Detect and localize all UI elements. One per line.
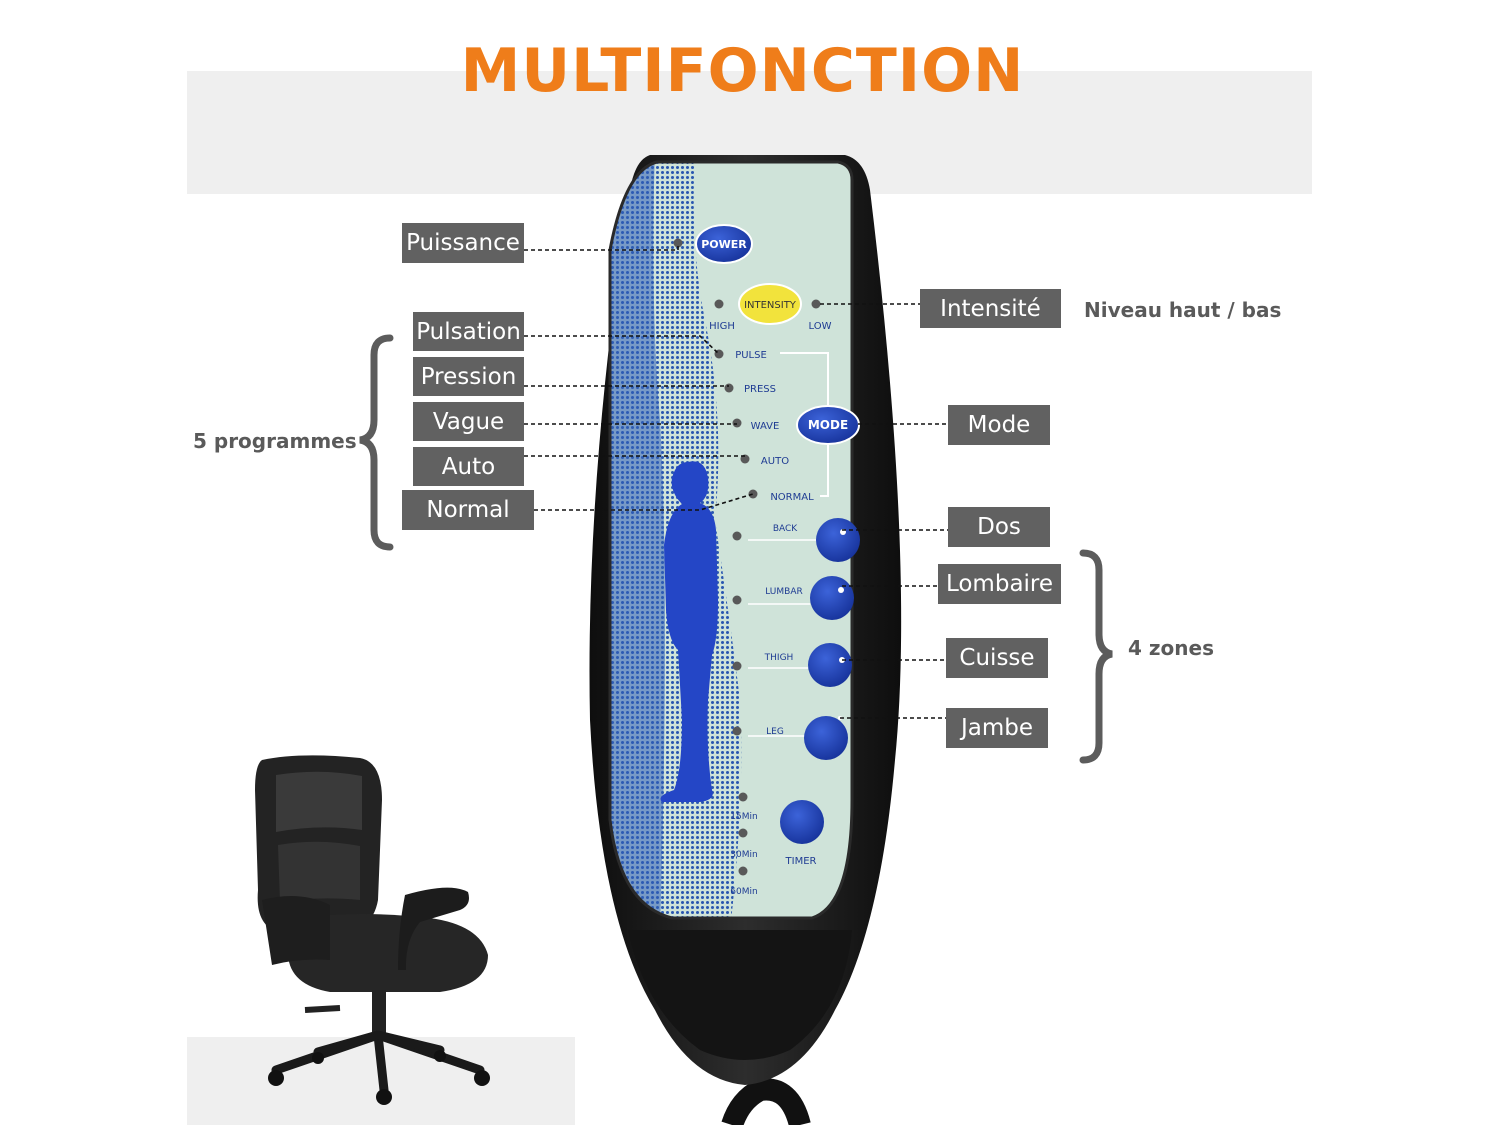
label-power: Puissance [402, 223, 524, 263]
remote-press-text: PRESS [744, 384, 776, 395]
leg-button[interactable] [804, 716, 848, 760]
remote-thigh-text: THIGH [764, 653, 794, 663]
label-pulse: Pulsation [413, 312, 524, 351]
remote-power-text: POWER [701, 238, 747, 251]
programs-brace [359, 334, 394, 551]
remote-intensity-text: INTENSITY [744, 300, 797, 311]
label-wave: Vague [413, 402, 524, 441]
remote-back-text: BACK [773, 524, 798, 534]
intensity-button[interactable] [738, 283, 802, 325]
remote-60min-text: 60Min [730, 887, 757, 897]
remote-low-text: LOW [809, 321, 832, 332]
power-button[interactable] [695, 224, 753, 264]
back-button[interactable] [816, 518, 860, 562]
label-leg: Jambe [946, 708, 1048, 748]
remote-lumbar-text: LUMBAR [765, 587, 803, 597]
remote-15min-text: 15Min [730, 812, 757, 822]
intensity-note: Niveau haut / bas [1084, 298, 1282, 322]
remote-30min-text: 30Min [730, 850, 757, 860]
remote-bezel [628, 930, 852, 1060]
page-title: MULTIFONCTION [460, 36, 1025, 106]
remote-auto-text: AUTO [761, 456, 789, 467]
remote-leg-text: LEG [766, 727, 784, 737]
connector-lines [524, 244, 948, 719]
lumbar-button[interactable] [810, 576, 854, 620]
label-thigh: Cuisse [946, 638, 1048, 678]
zones-brace [1079, 549, 1113, 764]
mode-button[interactable] [796, 405, 860, 445]
label-back: Dos [948, 507, 1050, 547]
label-lumbar: Lombaire [938, 564, 1061, 604]
body-silhouette-icon [660, 461, 718, 802]
remote-normal-text: NORMAL [770, 492, 814, 503]
zones-note: 4 zones [1128, 636, 1214, 660]
label-auto: Auto [413, 447, 524, 486]
remote-wave-text: WAVE [751, 421, 780, 432]
remote-cable [721, 1078, 811, 1125]
timer-button[interactable] [780, 800, 824, 844]
remote-timer-text: TIMER [785, 856, 817, 867]
label-mode: Mode [948, 405, 1050, 445]
programs-note: 5 programmes [193, 429, 357, 453]
thigh-button[interactable] [808, 643, 852, 687]
label-normal: Normal [402, 490, 534, 530]
label-press: Pression [413, 357, 524, 396]
remote-mode-text: MODE [808, 418, 848, 432]
remote-high-text: HIGH [709, 321, 735, 332]
office-chair-image [255, 755, 490, 1105]
remote-pulse-text: PULSE [735, 350, 767, 361]
label-intensity: Intensité [920, 289, 1061, 328]
